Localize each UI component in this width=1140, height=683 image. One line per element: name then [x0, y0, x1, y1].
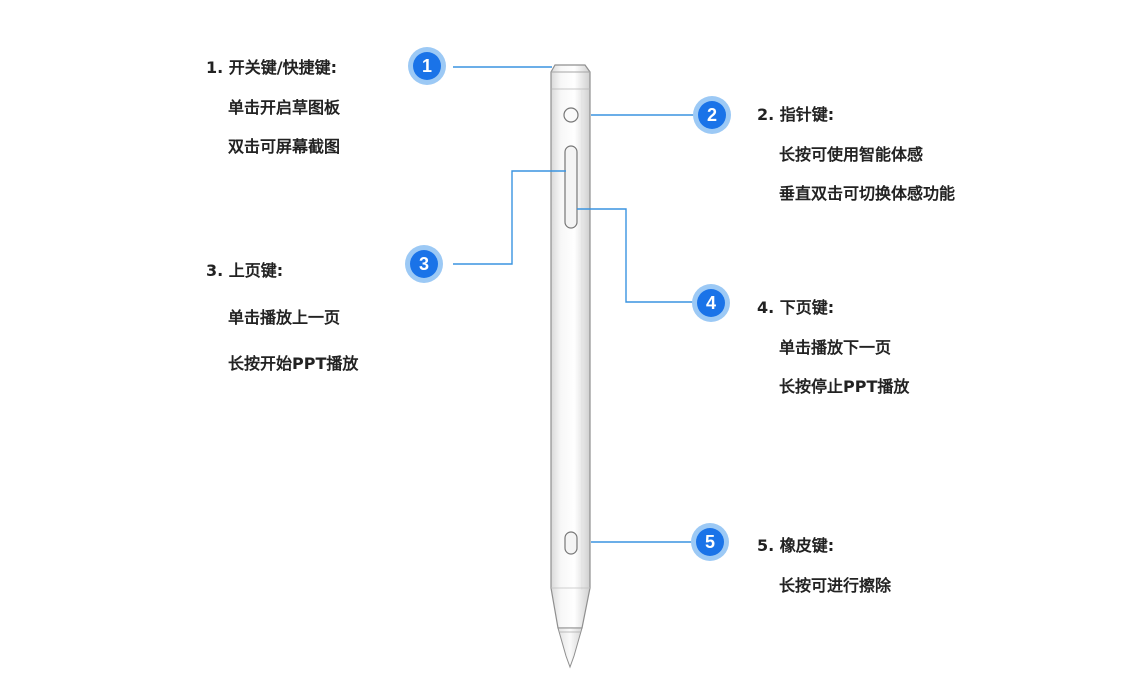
- callout-text-3: 3. 上页键: 单击播放上一页 长按开始PPT播放: [206, 261, 358, 393]
- callout-line: 单击开启草图板: [228, 98, 341, 117]
- callout-line: 长按开始PPT播放: [228, 354, 359, 373]
- leader-line-4: [577, 208, 693, 303]
- callout-badge-2: 2: [693, 96, 731, 134]
- callout-line: 单击播放上一页: [228, 308, 341, 327]
- page-rocker-button: [564, 145, 578, 229]
- badge-number: 1: [422, 56, 432, 76]
- badge-number: 5: [705, 532, 715, 552]
- callout-text-2: 2. 指针键: 长按可使用智能体感 垂直双击可切换体感功能: [757, 105, 955, 223]
- callout-badge-1: 1: [408, 47, 446, 85]
- badge-number: 3: [419, 254, 429, 274]
- callout-text-4: 4. 下页键: 单击播放下一页 长按停止PPT播放: [757, 298, 909, 416]
- badge-number: 2: [707, 105, 717, 125]
- callout-title: 2. 指针键:: [757, 105, 835, 124]
- callout-title: 1. 开关键/快捷键:: [206, 58, 338, 77]
- leader-line-3: [453, 170, 566, 265]
- leader-lines: [453, 66, 695, 543]
- callout-line: 长按可进行擦除: [779, 576, 892, 595]
- callout-line: 垂直双击可切换体感功能: [779, 184, 956, 203]
- callout-text-5: 5. 橡皮键: 长按可进行擦除: [757, 536, 891, 615]
- callout-badge-5: 5: [691, 523, 729, 561]
- callout-line: 长按停止PPT播放: [779, 377, 910, 396]
- callout-line: 单击播放下一页: [779, 338, 892, 357]
- callout-badge-4: 4: [692, 284, 730, 322]
- callout-title: 5. 橡皮键:: [757, 536, 835, 555]
- badge-number: 4: [706, 293, 716, 313]
- callout-badge-3: 3: [405, 245, 443, 283]
- pen-tip: [557, 627, 583, 669]
- callout-text-1: 1. 开关键/快捷键: 单击开启草图板 双击可屏幕截图: [206, 58, 340, 176]
- callout-line: 长按可使用智能体感: [779, 145, 924, 164]
- eraser-button: [564, 531, 578, 555]
- pointer-button: [563, 107, 579, 123]
- callout-title: 4. 下页键:: [757, 298, 835, 317]
- callout-line: 双击可屏幕截图: [228, 137, 341, 156]
- callout-title: 3. 上页键:: [206, 261, 284, 280]
